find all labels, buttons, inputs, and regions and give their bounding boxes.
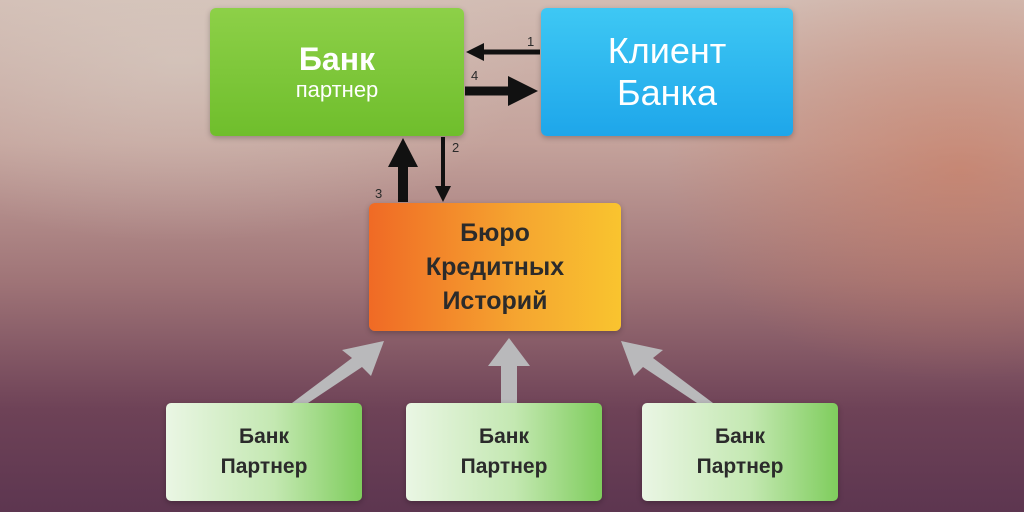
- partner-2-line1: Банк: [479, 425, 529, 448]
- bank-partner-main-box: Банк партнер: [210, 8, 464, 136]
- partner-3-line1: Банк: [715, 425, 765, 448]
- arrow-partner-1: [292, 341, 384, 403]
- step-1-label: 1: [527, 34, 534, 49]
- client-bank-box: Клиент Банка: [541, 8, 793, 136]
- bureau-line3: Историй: [442, 287, 548, 315]
- arrow-step-2: [435, 137, 451, 202]
- partner-1-line1: Банк: [239, 425, 289, 448]
- arrow-step-4: [465, 76, 538, 106]
- partner-bank-box-2: Банк Партнер: [406, 403, 602, 501]
- bank-partner-title: Банк: [298, 41, 376, 77]
- partner-bank-box-3: Банк Партнер: [642, 403, 838, 501]
- arrow-step-1: [466, 43, 540, 61]
- bureau-line1: Бюро: [460, 219, 530, 247]
- credit-bureau-box: Бюро Кредитных Историй: [369, 203, 621, 331]
- arrow-partner-2: [488, 338, 530, 403]
- step-4-label: 4: [471, 68, 478, 83]
- partner-2-line2: Партнер: [460, 455, 548, 478]
- partner-3-line2: Партнер: [696, 455, 784, 478]
- step-3-label: 3: [375, 186, 382, 201]
- client-bank-line1: Клиент: [607, 30, 727, 71]
- partner-bank-box-1: Банк Партнер: [166, 403, 362, 501]
- client-bank-line2: Банка: [616, 72, 718, 113]
- bureau-line2: Кредитных: [425, 253, 565, 281]
- step-2-label: 2: [452, 140, 459, 155]
- arrow-step-3: [388, 138, 418, 202]
- partner-1-line2: Партнер: [220, 455, 308, 478]
- bank-partner-subtitle: партнер: [295, 77, 379, 102]
- arrow-partner-3: [621, 341, 713, 403]
